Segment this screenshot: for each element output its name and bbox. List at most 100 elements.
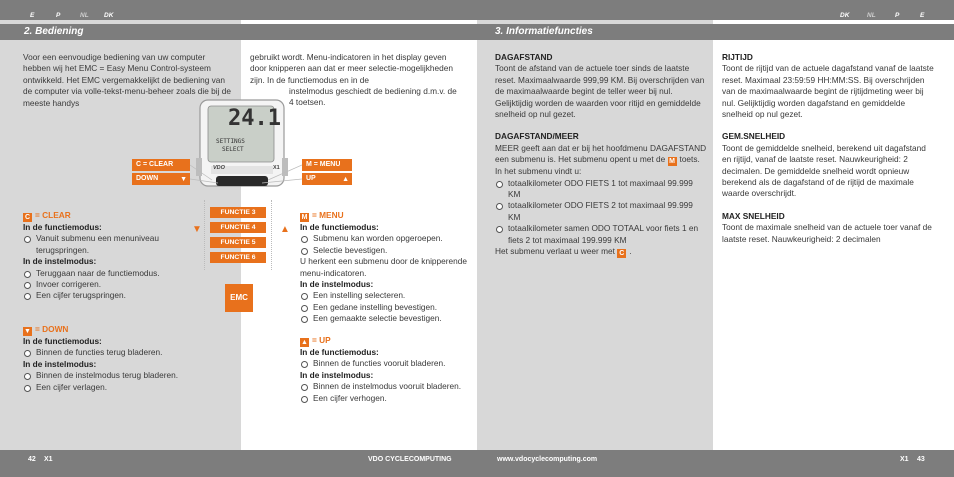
up-key-icon: ▲ bbox=[300, 338, 309, 347]
device-menu-line-1: SETTINGS bbox=[216, 138, 245, 145]
lang-nl[interactable]: NL bbox=[867, 12, 876, 19]
m-menu-tag-label: M = MENU bbox=[306, 161, 341, 168]
up-arrow-icon: ▲ bbox=[342, 176, 349, 183]
function-up-arrow-icon: ▲ bbox=[280, 224, 290, 235]
list-item: totaalkilometer ODO FIETS 1 tot maximaal… bbox=[495, 178, 707, 201]
list-item: Binnen de functies terug bladeren. bbox=[23, 347, 193, 358]
submenu-exit-end: . bbox=[629, 246, 632, 257]
device-model: X1 bbox=[273, 165, 280, 171]
down-section: ▼= DOWN In de functiemodus: Binnen de fu… bbox=[23, 324, 193, 393]
list-item: Invoer corrigeren. bbox=[23, 279, 193, 290]
footer-right: www.vdocyclecomputing.com X1 43 bbox=[477, 450, 954, 477]
list-item: Vanuit submenu een menuniveau terugsprin… bbox=[23, 233, 193, 256]
list-item: Een instelling selecteren. bbox=[300, 290, 470, 301]
device-brand: VDO bbox=[213, 165, 225, 171]
right-col-2: RIJTIJD Toont de rijtijd van de actuele … bbox=[722, 52, 937, 245]
footer-left: 42 X1 VDO CYCLECOMPUTING bbox=[0, 450, 477, 477]
language-strip bbox=[477, 0, 954, 20]
lang-dk[interactable]: DK bbox=[104, 12, 114, 19]
connector-lines bbox=[190, 164, 302, 184]
submenu-exit-text: Het submenu verlaat u weer met bbox=[495, 246, 615, 257]
function-item: FUNCTIE 5 bbox=[210, 237, 266, 248]
lang-p[interactable]: P bbox=[895, 12, 900, 19]
rijtijd-text: Toont de rijtijd van de actuele dagafsta… bbox=[722, 63, 934, 120]
emc-logo-text: EMC bbox=[230, 293, 248, 302]
clear-inst-heading: In de instelmodus: bbox=[23, 256, 97, 267]
device-menu-line-2: SELECT bbox=[222, 146, 244, 153]
function-dots bbox=[204, 200, 272, 270]
menu-func-heading: In de functiemodus: bbox=[300, 222, 379, 232]
list-item: Teruggaan naar de functiemodus. bbox=[23, 268, 193, 279]
c-clear-button-tag[interactable]: C = CLEAR bbox=[132, 159, 190, 171]
list-item: Submenu kan worden opgeroepen. bbox=[300, 233, 470, 244]
right-col-1: DAGAFSTAND Toont de afstand van de actue… bbox=[495, 52, 707, 259]
gem-snelheid-title: GEM.SNELHEID bbox=[722, 131, 786, 142]
section-title-informatiefuncties: 3. Informatiefuncties bbox=[477, 24, 954, 40]
lang-dk[interactable]: DK bbox=[840, 12, 850, 19]
page-number-left: 42 bbox=[28, 456, 36, 463]
footer-brand: VDO CYCLECOMPUTING bbox=[368, 456, 452, 463]
clear-title: = CLEAR bbox=[35, 210, 71, 220]
right-page: DK NL P E 3. Informatiefuncties DAGAFSTA… bbox=[477, 0, 954, 477]
lang-nl[interactable]: NL bbox=[80, 12, 89, 19]
language-strip bbox=[0, 0, 477, 20]
menu-section: M= MENU In de functiemodus: Submenu kan … bbox=[300, 210, 470, 325]
down-inst-heading: In de instelmodus: bbox=[23, 358, 97, 369]
right-gray-panel bbox=[477, 0, 713, 450]
list-item: Een cijfer verlagen. bbox=[23, 382, 193, 393]
list-item: Een gedane instelling bevestigen. bbox=[300, 302, 470, 313]
lang-p[interactable]: P bbox=[56, 12, 61, 19]
menu-inst-heading: In de instelmodus: bbox=[300, 279, 374, 290]
dagafstand-meer-text-end: toets. In het submenu vindt u: bbox=[495, 154, 700, 177]
m-key-icon: M bbox=[300, 213, 309, 222]
footer-model-right: X1 bbox=[900, 456, 909, 463]
rijtijd-title: RIJTIJD bbox=[722, 52, 753, 62]
m-menu-button-tag[interactable]: M = MENU bbox=[302, 159, 352, 171]
up-title: = UP bbox=[312, 335, 331, 345]
dagafstand-title: DAGAFSTAND bbox=[495, 52, 553, 62]
function-item: FUNCTIE 4 bbox=[210, 222, 266, 233]
down-tag-label: DOWN bbox=[136, 175, 159, 182]
language-bar-left: E P NL DK bbox=[0, 0, 477, 20]
left-page: E P NL DK 2. Bediening Voor een eenvoudi… bbox=[0, 0, 477, 477]
c-clear-tag-label: C = CLEAR bbox=[136, 161, 174, 168]
dagafstand-meer-text: MEER geeft aan dat er bij het hoofdmenu … bbox=[495, 142, 707, 165]
list-item: totaalkilometer samen ODO TOTAAL voor fi… bbox=[495, 223, 707, 246]
up-func-heading: In de functiemodus: bbox=[300, 347, 379, 357]
list-item: totaalkilometer ODO FIETS 2 tot maximaal… bbox=[495, 200, 707, 223]
function-item: FUNCTIE 3 bbox=[210, 207, 266, 218]
device-speed-readout: 24.1 bbox=[228, 106, 281, 131]
c-key-icon: C bbox=[23, 213, 32, 222]
max-snelheid-text: Toont de maximale snelheid van de actuel… bbox=[722, 222, 932, 244]
clear-func-heading: In de functiemodus: bbox=[23, 222, 102, 232]
language-bar-right: DK NL P E bbox=[477, 0, 954, 20]
dagafstand-text: Toont de afstand van de actuele toer sin… bbox=[495, 63, 705, 120]
list-item: Binnen de instelmodus vooruit bladeren. bbox=[300, 381, 470, 392]
section-title-bediening: 2. Bediening bbox=[0, 24, 477, 40]
gem-snelheid-text: Toont de gemiddelde snelheid, berekend u… bbox=[722, 142, 926, 199]
list-item: Een cijfer verhogen. bbox=[300, 393, 470, 404]
list-item: Selectie bevestigen. bbox=[300, 245, 470, 256]
m-key-icon: M bbox=[667, 157, 677, 167]
footer-url[interactable]: www.vdocyclecomputing.com bbox=[497, 456, 598, 463]
menu-title: = MENU bbox=[312, 210, 344, 220]
up-button-tag[interactable]: UP ▲ bbox=[302, 173, 352, 185]
menu-note: U herkent een submenu door de knipperend… bbox=[300, 256, 467, 278]
down-func-heading: In de functiemodus: bbox=[23, 336, 102, 346]
down-key-icon: ▼ bbox=[23, 327, 32, 336]
function-item: FUNCTIE 6 bbox=[210, 252, 266, 263]
list-item: Een gemaakte selectie bevestigen. bbox=[300, 313, 470, 324]
list-item: Binnen de instelmodus terug bladeren. bbox=[23, 370, 193, 381]
down-arrow-icon: ▼ bbox=[180, 176, 187, 183]
lang-e[interactable]: E bbox=[30, 12, 35, 19]
max-snelheid-title: MAX SNELHEID bbox=[722, 210, 785, 221]
footer-model-left: X1 bbox=[44, 456, 53, 463]
up-section: ▲= UP In de functiemodus: Binnen de func… bbox=[300, 335, 470, 404]
clear-section: C= CLEAR In de functiemodus: Vanuit subm… bbox=[23, 210, 193, 302]
down-button-tag[interactable]: DOWN ▼ bbox=[132, 173, 190, 185]
intro-continued-2: instelmodus geschiedt de bediening d.m.v… bbox=[289, 86, 457, 108]
emc-logo: EMC bbox=[225, 284, 253, 312]
lang-e[interactable]: E bbox=[920, 12, 925, 19]
down-title: = DOWN bbox=[35, 324, 69, 334]
list-item: Binnen de functies vooruit bladeren. bbox=[300, 358, 470, 369]
